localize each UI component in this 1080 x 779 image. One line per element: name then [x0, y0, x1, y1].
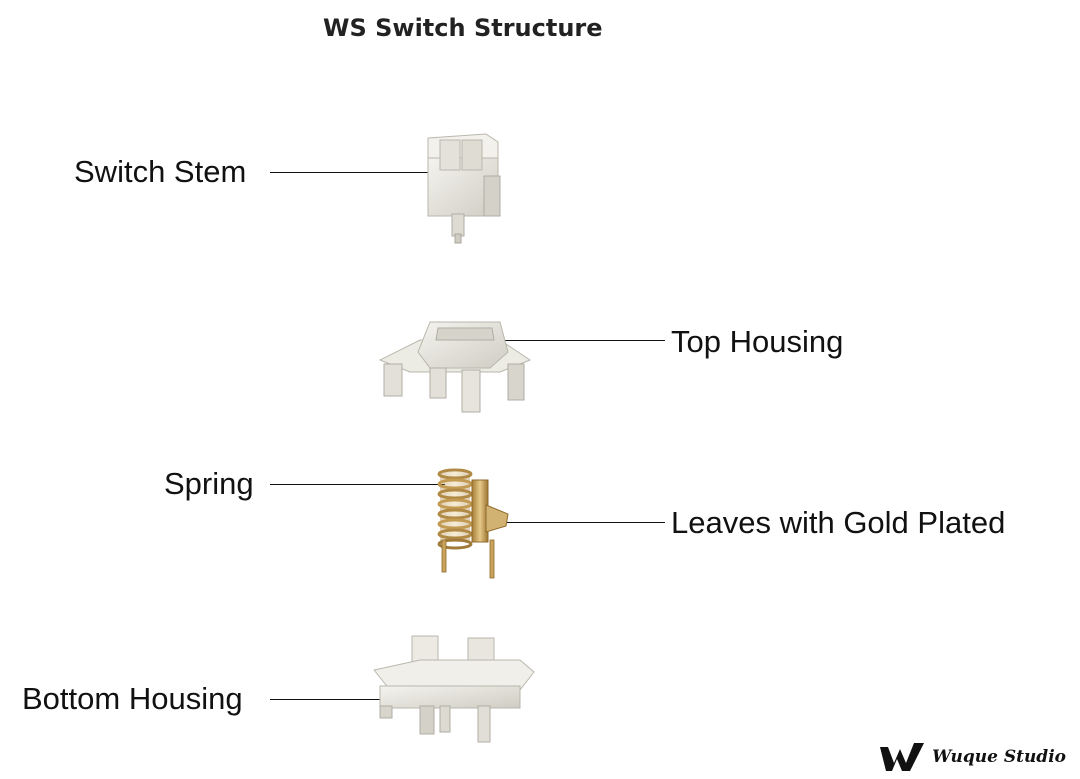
brand-name: Wuque Studio: [932, 747, 1066, 767]
bottom-housing-part: [373, 635, 535, 743]
label-leaves: Leaves with Gold Plated: [671, 505, 1006, 540]
gold-leaves-part: [441, 479, 509, 579]
label-spring: Spring: [164, 466, 254, 501]
leader-bottom-housing: [270, 699, 395, 700]
top-housing-part: [378, 321, 532, 413]
leader-top-housing: [497, 340, 665, 341]
brand-watermark: Wuque Studio: [880, 743, 1066, 771]
label-bottom-housing: Bottom Housing: [22, 681, 243, 716]
label-top-housing: Top Housing: [671, 324, 844, 359]
switch-stem-part: [427, 133, 501, 244]
spring-part: [437, 468, 473, 550]
leader-switch-stem: [270, 172, 433, 173]
leader-spring: [270, 484, 445, 485]
wuque-w-logo-icon: [880, 743, 925, 771]
label-switch-stem: Switch Stem: [74, 154, 247, 189]
diagram-title: WS Switch Structure: [323, 14, 603, 42]
leader-leaves: [500, 522, 665, 523]
